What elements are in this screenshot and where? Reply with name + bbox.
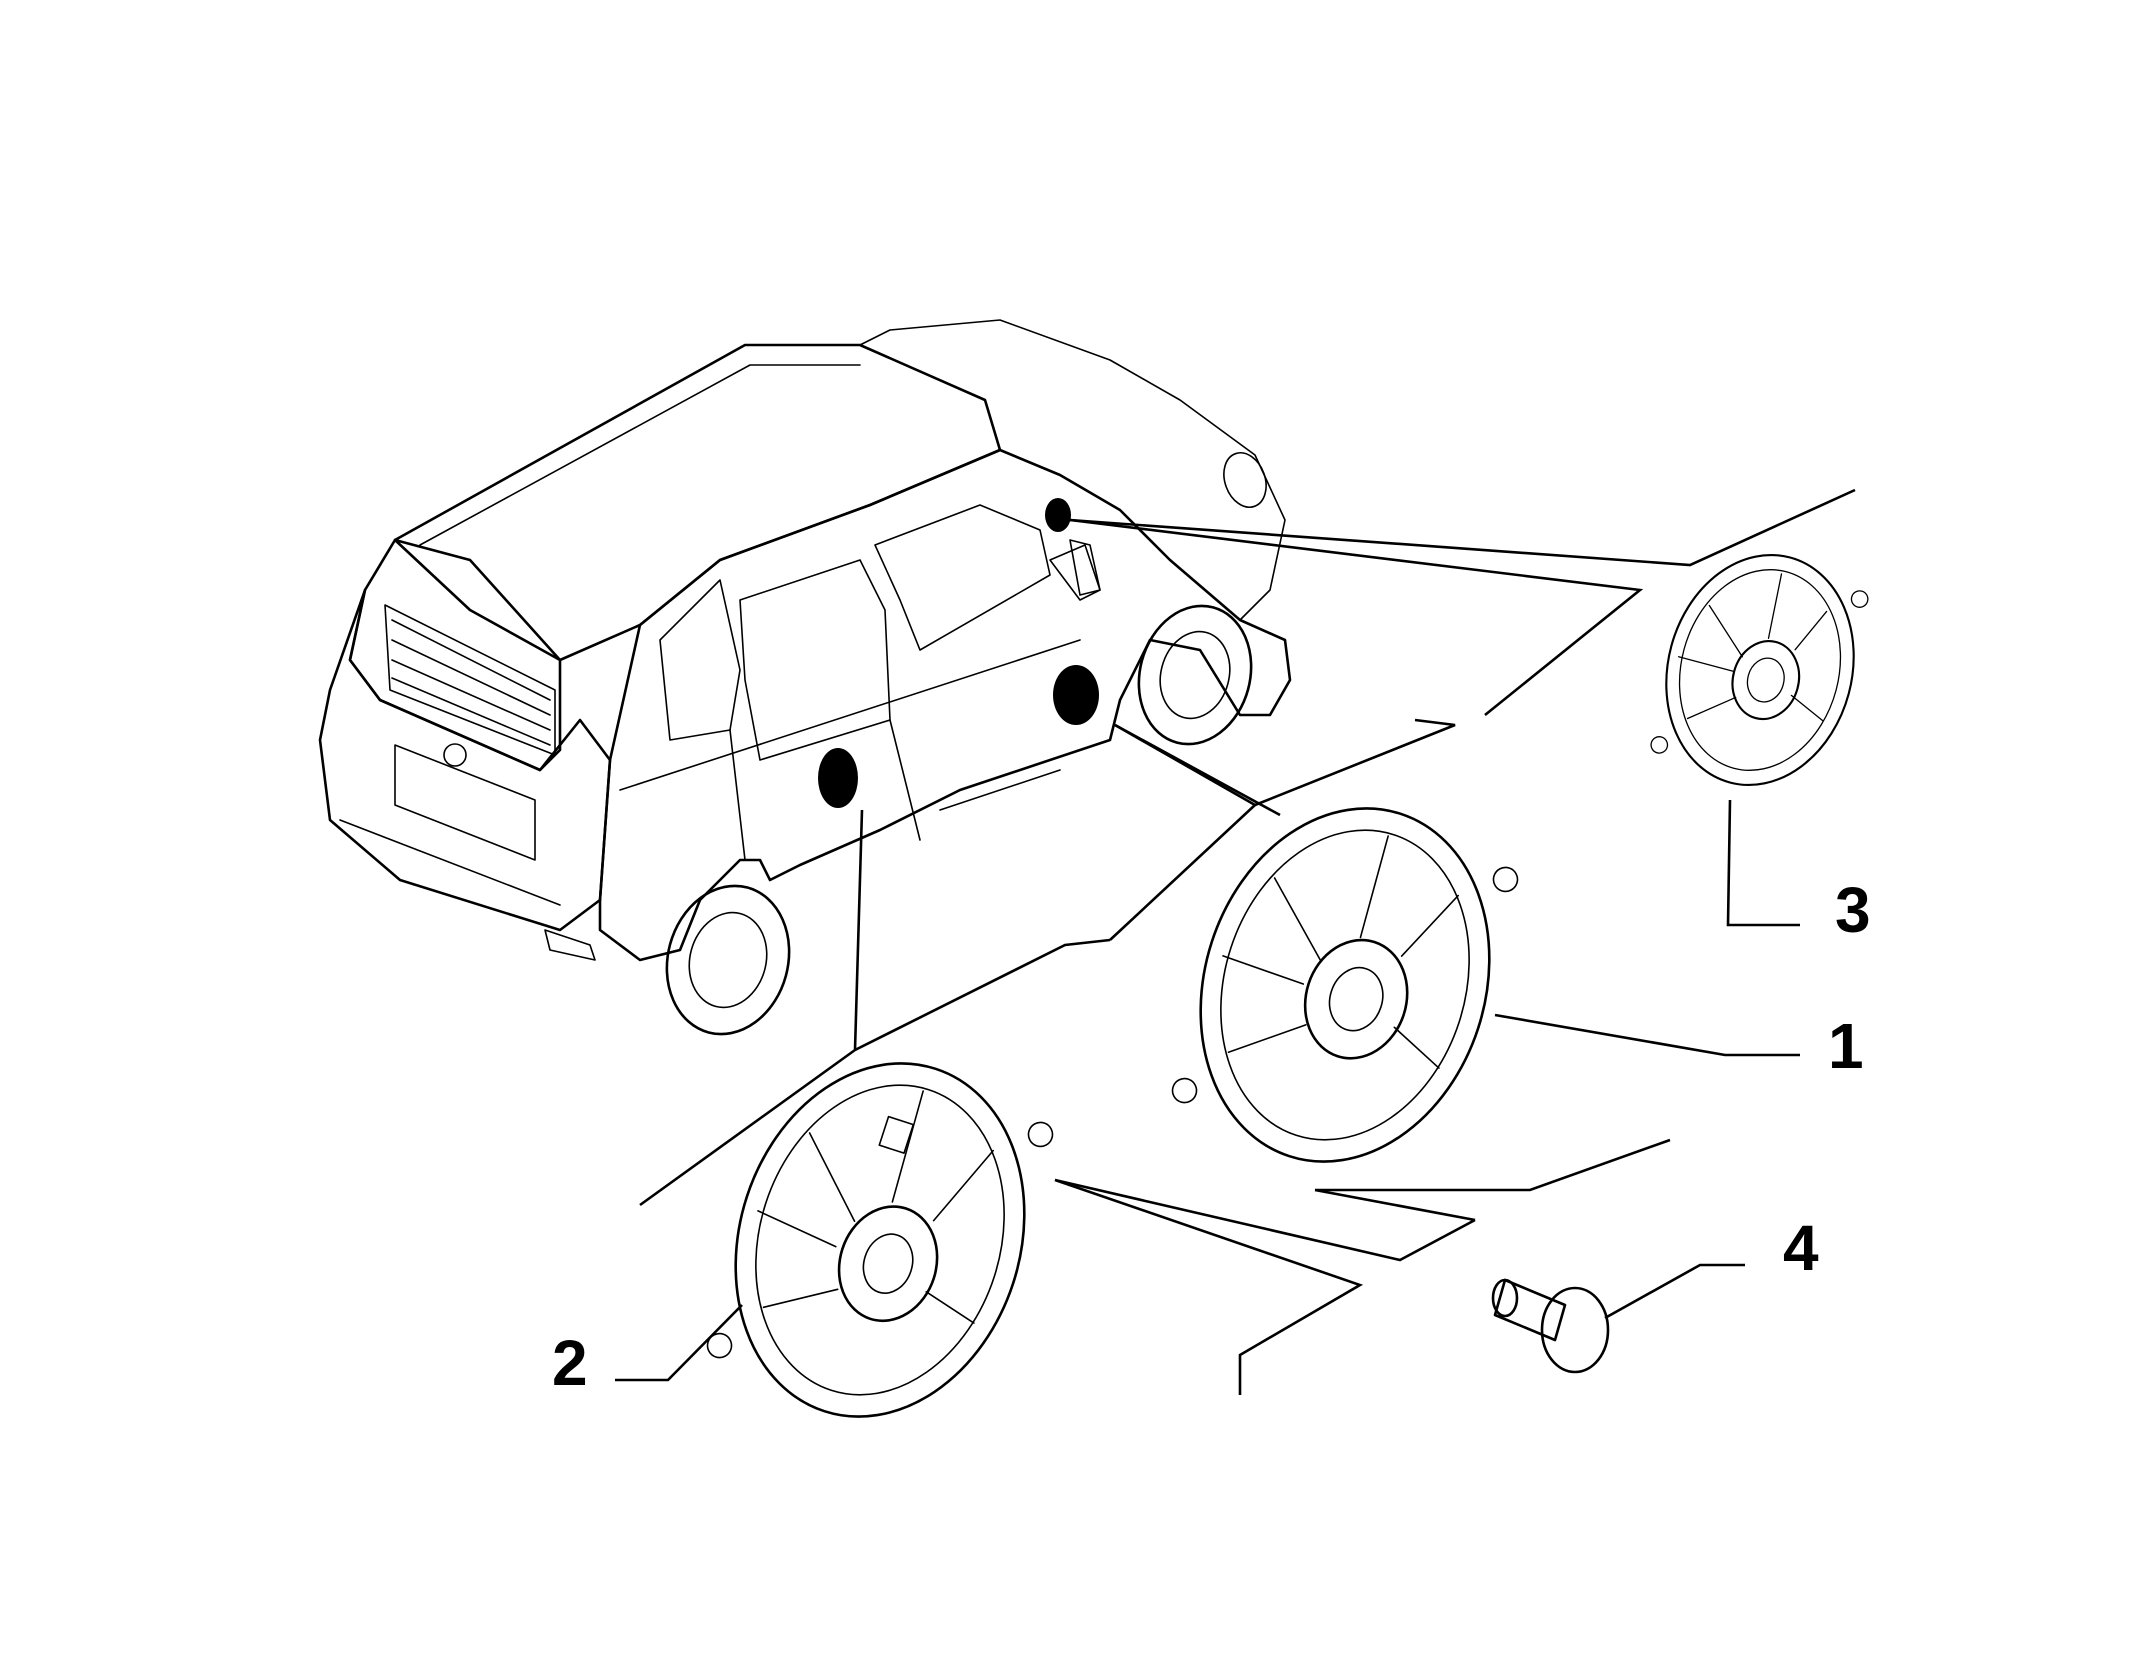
callout-number-3: 3 xyxy=(1835,874,1871,946)
speaker-icon xyxy=(1171,807,1519,1163)
mounting-location-icon xyxy=(1045,498,1071,532)
car-icon xyxy=(318,319,1292,1036)
mounting-location-icon xyxy=(818,748,858,808)
leader-lines xyxy=(639,488,1856,1395)
speaker-icon xyxy=(1650,553,1869,787)
mounting-location-icon xyxy=(1053,665,1099,725)
rivet-icon xyxy=(1491,1278,1610,1374)
speaker-icon xyxy=(706,1062,1054,1418)
callout-number-2: 2 xyxy=(552,1327,588,1399)
callout-number-4: 4 xyxy=(1783,1212,1819,1284)
callout-number-1: 1 xyxy=(1828,1010,1864,1082)
